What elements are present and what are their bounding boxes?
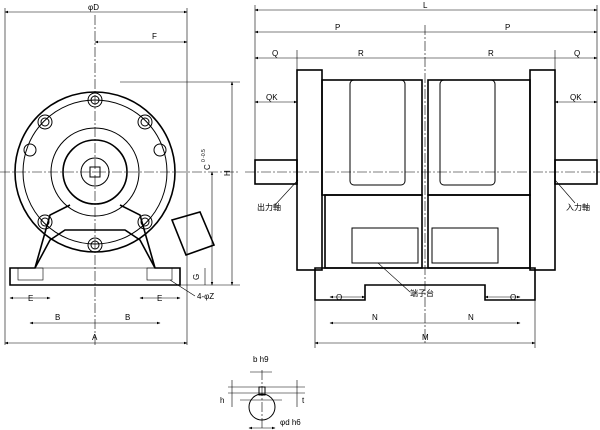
dim-N-left: N — [372, 313, 378, 322]
terminal-block — [351, 227, 419, 264]
dim-G: G — [192, 274, 201, 280]
keyway-b-label: b h9 — [253, 355, 269, 364]
dim-R-right: R — [488, 49, 494, 58]
dim-E-left: E — [28, 294, 33, 303]
dim-phiD: φD — [88, 3, 99, 12]
input-shaft-label: 入力軸 — [566, 202, 590, 212]
keyway-d-label: φd h6 — [280, 418, 301, 427]
dim-L: L — [423, 1, 428, 10]
front-view: φD F C 0 -0.5 H G E E 4-φZ B B A — [0, 3, 240, 345]
terminal-box — [170, 211, 216, 257]
dim-Z: 4-φZ — [197, 292, 214, 301]
dim-O-left: O — [336, 293, 342, 302]
side-view: L P P Q R R Q QK QK 出力軸 入力軸 端子台 O O N N … — [245, 1, 600, 348]
keyway-detail: b h9 h t φd h6 — [220, 355, 305, 430]
dim-N-right: N — [468, 313, 474, 322]
dim-E-right: E — [157, 294, 162, 303]
dim-C-tolerance: 0 -0.5 — [201, 149, 207, 162]
dim-Q-left: Q — [272, 49, 278, 58]
dim-B-left: B — [55, 313, 60, 322]
dim-H: H — [223, 170, 232, 176]
dim-P-right: P — [505, 23, 510, 32]
terminal-block-label: 端子台 — [410, 288, 434, 298]
dim-QK-left: QK — [266, 93, 278, 102]
dim-F: F — [152, 32, 157, 41]
bolt-holes — [23, 92, 167, 253]
dim-B-right: B — [125, 313, 130, 322]
output-shaft-label: 出力軸 — [257, 202, 281, 212]
dim-O-right: O — [510, 293, 516, 302]
dim-M: M — [422, 333, 429, 342]
dim-A: A — [92, 333, 98, 342]
dim-P-left: P — [335, 23, 340, 32]
dim-QK-right: QK — [570, 93, 582, 102]
keyway-t-label: t — [302, 396, 305, 405]
keyway-h-label: h — [220, 396, 224, 405]
dim-C: C — [203, 164, 212, 170]
dim-R-left: R — [358, 49, 364, 58]
dim-Q-right: Q — [574, 49, 580, 58]
